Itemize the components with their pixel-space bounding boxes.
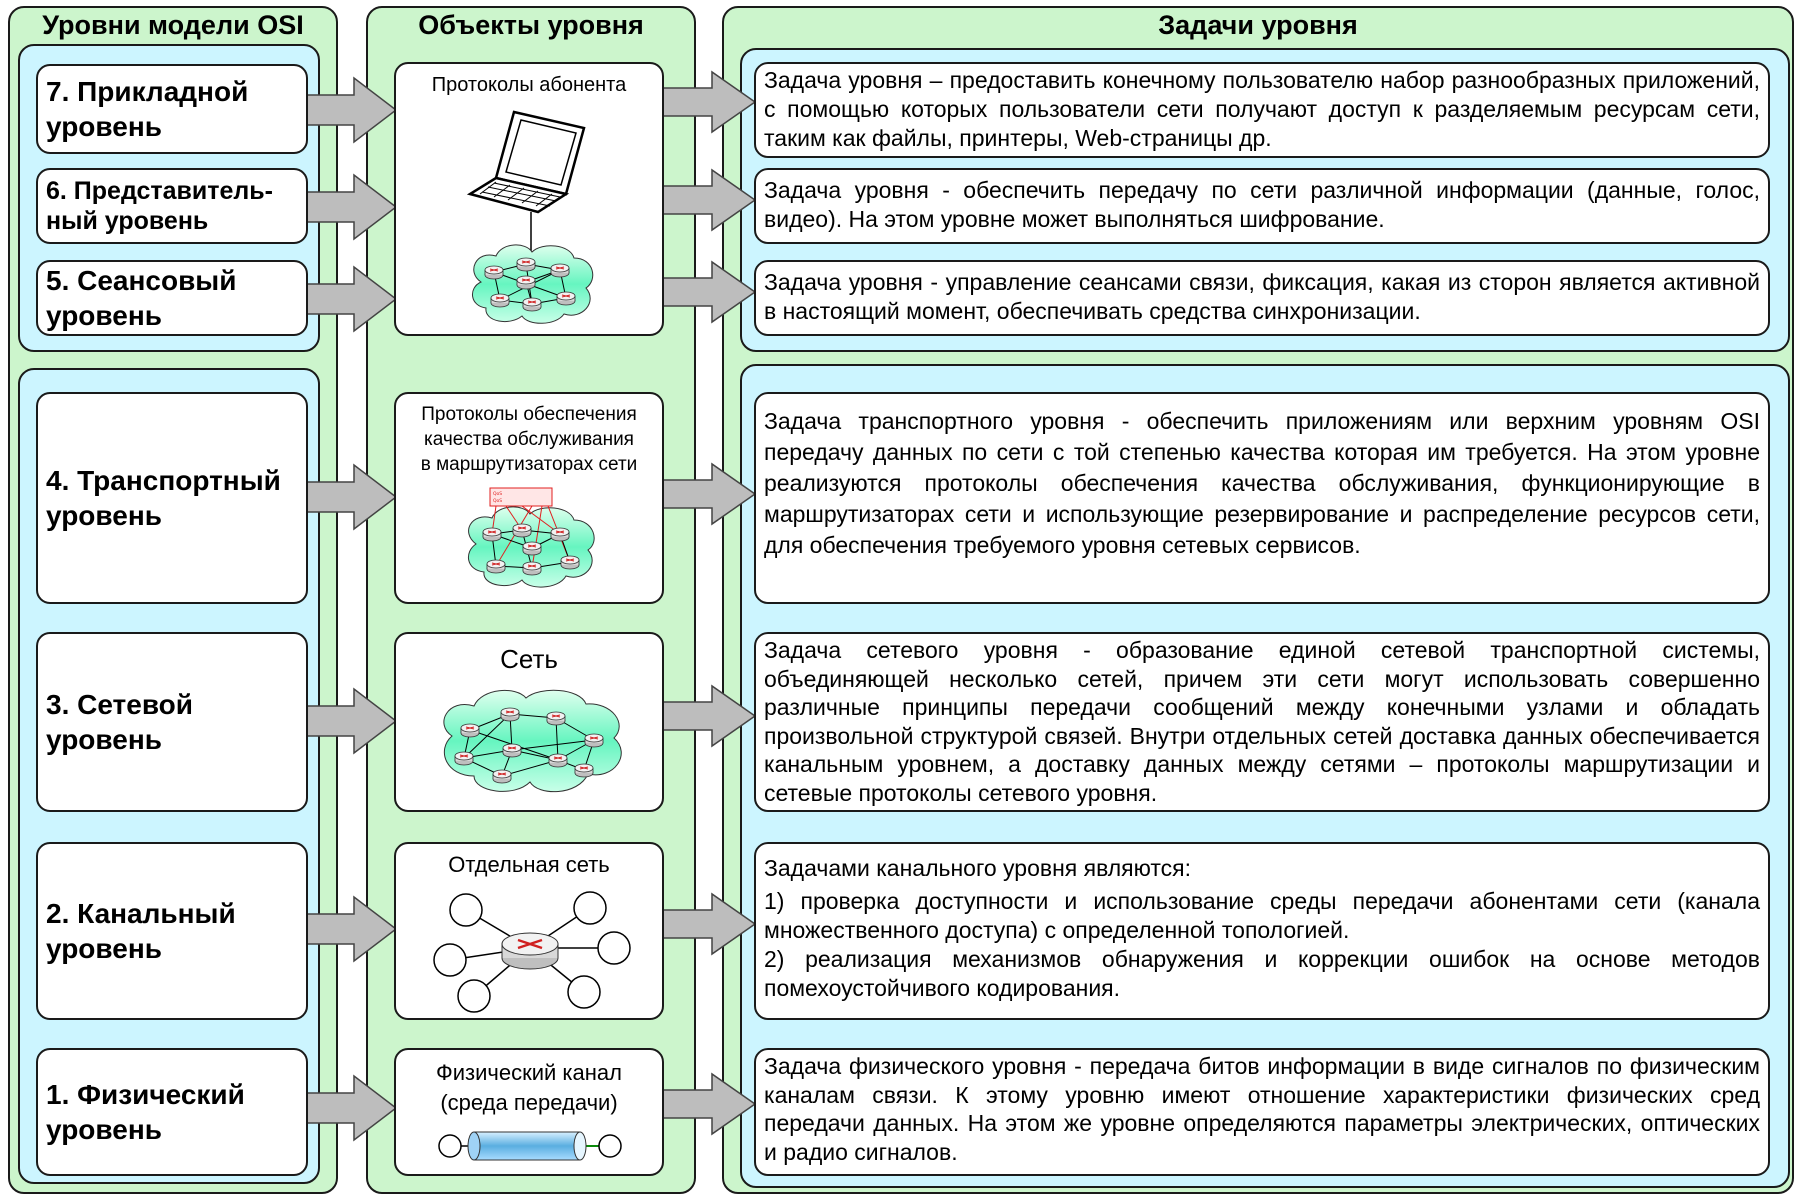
task-presentation: Задача уровня - обеспечить передачу по с… bbox=[754, 168, 1770, 244]
arrow-obj-7 bbox=[661, 70, 757, 134]
layers-column-title: Уровни модели OSI bbox=[42, 10, 304, 40]
task-application: Задача уровня – предоставить конечному п… bbox=[754, 62, 1770, 158]
arrow-obj-1 bbox=[661, 1072, 757, 1136]
svg-text:QoS: QoS bbox=[493, 498, 502, 504]
tasks-column-title: Задачи уровня bbox=[1158, 10, 1358, 40]
arrow-obj-4 bbox=[661, 462, 757, 526]
arrow-obj-3 bbox=[661, 684, 757, 748]
arrow-5 bbox=[305, 265, 398, 333]
layer-5-box: 5. Сеансовый уровень bbox=[36, 260, 308, 336]
layer-5-line1: 5. Сеансовый bbox=[46, 265, 237, 296]
svg-text:QoS: QoS bbox=[493, 491, 502, 497]
arrow-6 bbox=[305, 173, 398, 241]
objects-column-title: Объекты уровня bbox=[418, 10, 644, 40]
line-laptop-to-cloud bbox=[530, 212, 532, 252]
layer-6-line2: ный уровень bbox=[46, 207, 209, 235]
layer-4-box: 4. Транспортный уровень bbox=[36, 392, 308, 604]
object-qos-line3: в маршрутизаторах сети bbox=[420, 454, 638, 475]
task-datalink: Задачами канального уровня являются: 1) … bbox=[754, 842, 1770, 1020]
network-cloud-icon bbox=[472, 244, 594, 324]
task-datalink-intro: Задачами канального уровня являются: bbox=[764, 855, 1192, 881]
cable-channel-icon bbox=[438, 1131, 622, 1161]
task-datalink-item-1: 1) проверка доступности и использование … bbox=[764, 888, 1760, 943]
layer-6-box: 6. Представитель-ный уровень bbox=[36, 168, 308, 244]
layer-1-line2: уровень bbox=[46, 1114, 162, 1145]
layer-5-line2: уровень bbox=[46, 300, 162, 331]
layer-2-box: 2. Канальный уровень bbox=[36, 842, 308, 1020]
layer-3-line1: 3. Сетевой bbox=[46, 689, 193, 720]
arrow-4 bbox=[305, 463, 398, 531]
object-network-label: Сеть bbox=[500, 644, 558, 674]
object-network: Сеть bbox=[394, 632, 664, 812]
task-transport: Задача транспортного уровня - обеспечить… bbox=[754, 392, 1770, 604]
arrow-3 bbox=[305, 687, 398, 755]
task-datalink-item-2: 2) реализация механизмов обнаружения и к… bbox=[764, 946, 1760, 1001]
layer-2-line1: 2. Канальный bbox=[46, 898, 236, 929]
task-session: Задача уровня - управление сеансами связ… bbox=[754, 260, 1770, 336]
layer-2-line2: уровень bbox=[46, 933, 162, 964]
object-qos-label: Протоколы обеспечения качества обслужива… bbox=[396, 402, 662, 477]
network-cloud-large-icon bbox=[443, 689, 622, 793]
object-physical-label: Физический канал (среда передачи) bbox=[396, 1058, 662, 1118]
object-qos-line2: качества обслуживания bbox=[424, 429, 634, 450]
task-physical: Задача физического уровня - передача бит… bbox=[754, 1048, 1770, 1176]
layer-4-line2: уровень bbox=[46, 500, 162, 531]
object-user-protocols-label: Протоколы абонента bbox=[431, 74, 627, 96]
layer-1-box: 1. Физический уровень bbox=[36, 1048, 308, 1176]
layer-6-line1: 6. Представитель- bbox=[46, 177, 273, 205]
object-user-protocols: Протоколы абонента bbox=[394, 62, 664, 336]
object-physical-line1: Физический канал bbox=[436, 1060, 622, 1085]
layer-3-box: 3. Сетевой уровень bbox=[36, 632, 308, 812]
layer-1-line1: 1. Физический bbox=[46, 1079, 245, 1110]
layer-4-line1: 4. Транспортный bbox=[46, 465, 281, 496]
object-qos-protocols: Протоколы обеспечения качества обслужива… bbox=[394, 392, 664, 604]
object-physical-line2: (среда передачи) bbox=[440, 1090, 618, 1115]
arrow-obj-2 bbox=[661, 892, 757, 956]
object-qos-line1: Протоколы обеспечения bbox=[421, 404, 637, 425]
arrow-2 bbox=[305, 895, 398, 963]
object-physical-channel: Физический канал (среда передачи) bbox=[394, 1048, 664, 1176]
object-single-network: Отдельная сеть bbox=[394, 842, 664, 1020]
layer-7-box: 7. Прикладной уровень bbox=[36, 64, 308, 154]
laptop-icon bbox=[466, 110, 586, 214]
star-network-icon bbox=[433, 891, 631, 1013]
layer-7-line2: уровень bbox=[46, 111, 162, 142]
arrow-1 bbox=[305, 1074, 398, 1142]
task-network: Задача сетевого уровня - образование еди… bbox=[754, 632, 1770, 812]
layer-3-line2: уровень bbox=[46, 724, 162, 755]
arrow-7 bbox=[305, 76, 398, 144]
arrow-obj-6 bbox=[661, 168, 757, 232]
layer-7-line1: 7. Прикладной bbox=[46, 76, 249, 107]
object-single-network-label: Отдельная сеть bbox=[448, 852, 610, 877]
arrow-obj-5 bbox=[661, 260, 757, 324]
